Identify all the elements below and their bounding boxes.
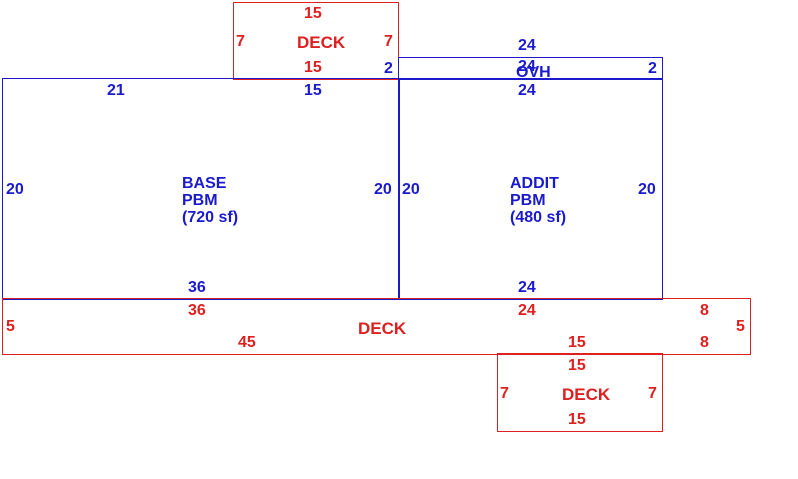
- ovh-left-dim: 2: [384, 60, 393, 77]
- addit-type: PBM: [510, 192, 546, 209]
- addit-area: (480 sf): [510, 209, 567, 226]
- base-top-left-dim: 21: [107, 82, 125, 99]
- long-deck-outline: [2, 298, 751, 355]
- base-room-outline: [2, 78, 400, 300]
- ovh-right-dim: 2: [648, 60, 657, 77]
- addit-room-outline: [398, 78, 663, 300]
- bottom-deck-top-dim: 15: [568, 357, 586, 374]
- bottom-deck-bottom-dim: 15: [568, 411, 586, 428]
- addit-name: ADDIT: [510, 175, 559, 192]
- bottom-deck-left-dim: 7: [500, 385, 509, 402]
- long-deck-bottom-mid-dim: 15: [568, 334, 586, 351]
- base-area: (720 sf): [182, 209, 239, 226]
- top-deck-inner-dim: 15: [304, 59, 322, 76]
- bottom-deck-right-dim: 7: [648, 385, 657, 402]
- base-bottom-dim: 36: [188, 279, 206, 296]
- top-deck-left-dim: 7: [236, 33, 245, 50]
- top-deck-right-dim: 7: [384, 33, 393, 50]
- long-deck-label: DECK: [358, 319, 407, 338]
- addit-right-dim: 20: [638, 181, 656, 198]
- ovh-label: OVH: [516, 64, 551, 81]
- base-name: BASE: [182, 175, 227, 192]
- overhang-outline: [398, 57, 663, 80]
- top-deck-label: DECK: [297, 33, 346, 52]
- bottom-deck-label: DECK: [562, 385, 611, 404]
- long-deck-right-dim: 5: [736, 318, 745, 335]
- base-right-dim: 20: [374, 181, 392, 198]
- long-deck-top-left-dim: 36: [188, 302, 206, 319]
- base-left-dim: 20: [6, 181, 24, 198]
- ovh-top-dim: 24: [518, 37, 536, 54]
- long-deck-left-dim: 5: [6, 318, 15, 335]
- long-deck-bottom-left-dim: 45: [238, 334, 256, 351]
- ovh-inner-dim: 24: [518, 58, 536, 75]
- base-top-right-dim: 15: [304, 82, 322, 99]
- bottom-deck-outline: [497, 353, 663, 432]
- top-deck-outline: [233, 2, 399, 80]
- addit-bottom-dim: 24: [518, 279, 536, 296]
- long-deck-bottom-right-dim: 8: [700, 334, 709, 351]
- long-deck-top-right-dim: 8: [700, 302, 709, 319]
- addit-left-dim: 20: [402, 181, 420, 198]
- top-deck-top-dim: 15: [304, 5, 322, 22]
- addit-top-dim: 24: [518, 82, 536, 99]
- long-deck-top-mid-dim: 24: [518, 302, 536, 319]
- base-type: PBM: [182, 192, 218, 209]
